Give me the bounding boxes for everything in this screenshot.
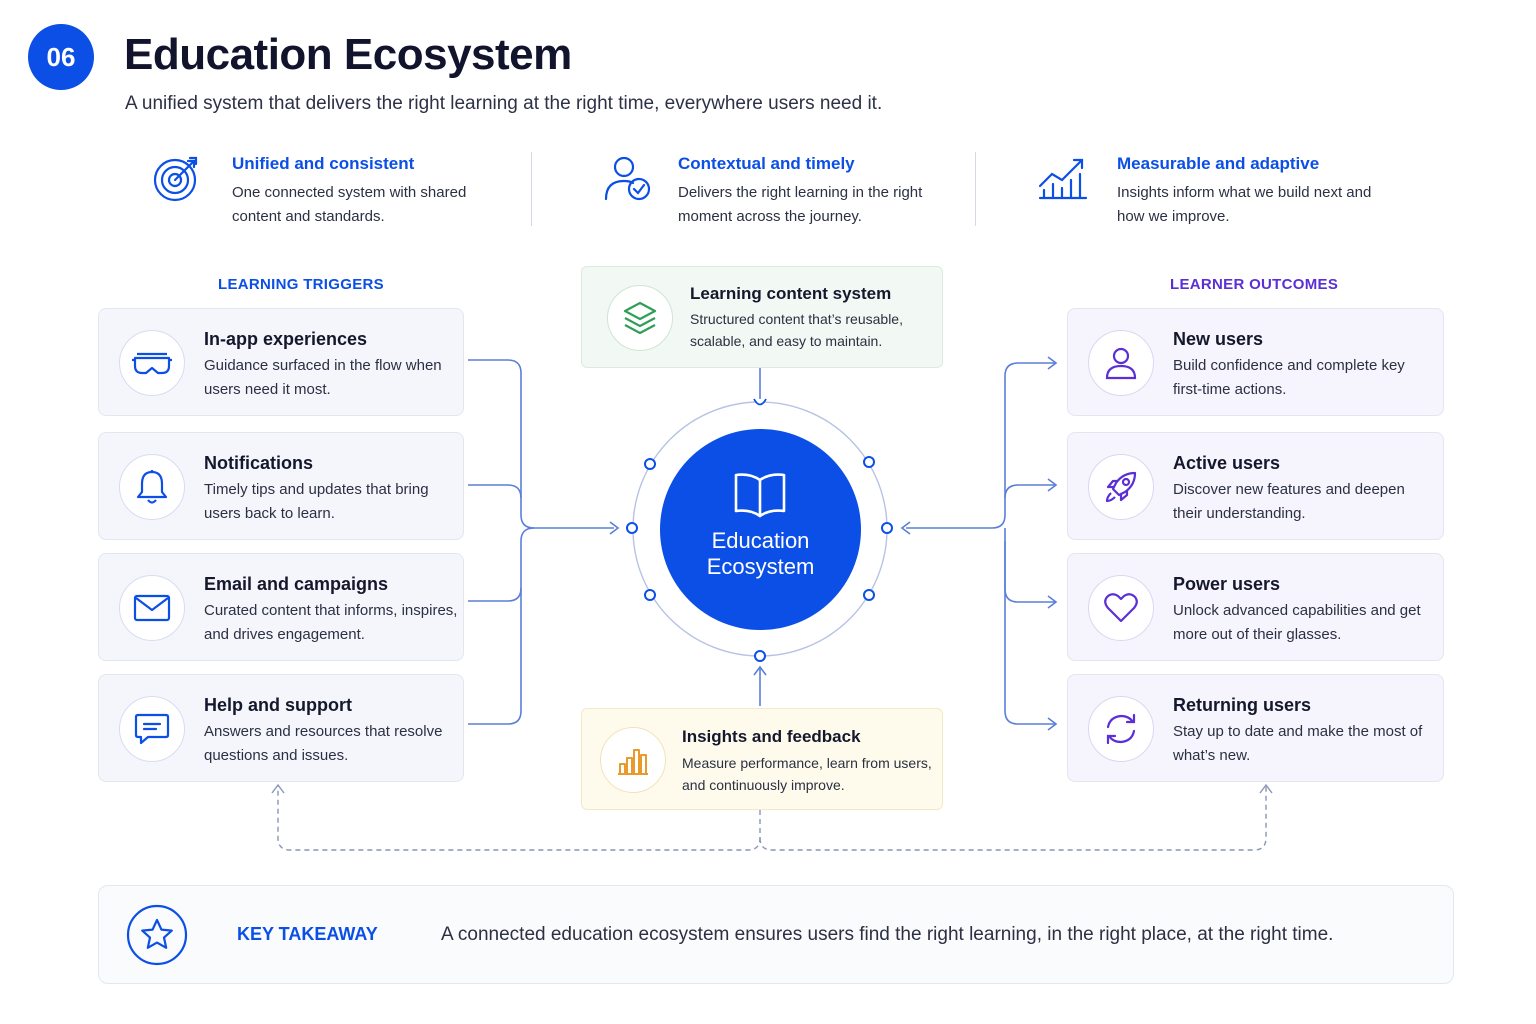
trigger-card-help[interactable]: Help and support Answers and resources t…	[98, 674, 464, 782]
outcome-desc: Unlock advanced capabilities and get mor…	[1173, 602, 1421, 643]
connector-active	[1004, 484, 1056, 499]
content-system-box[interactable]: Learning content system Structured conte…	[581, 266, 943, 368]
outcome-card-returning[interactable]: Returning users Stay up to date and make…	[1067, 674, 1444, 782]
trigger-title: In-app experiences	[204, 329, 368, 349]
connector-inapp	[468, 359, 614, 529]
arrow-to-hub-left	[609, 521, 620, 535]
chat-icon	[119, 696, 185, 762]
principle-desc: Insights inform what we build next and h…	[1117, 184, 1372, 225]
content-system-desc: Structured content that’s reusable, scal…	[690, 311, 903, 349]
hub-label: Education Ecosystem	[660, 528, 861, 580]
arrow-to-hub-right	[900, 521, 911, 535]
connector-returning	[1004, 527, 1056, 725]
principle-title: Measurable and adaptive	[1117, 154, 1320, 173]
connector-power	[1004, 541, 1056, 603]
hub-label-line1: Education	[711, 528, 810, 553]
heart-icon	[1088, 575, 1154, 641]
trigger-desc: Guidance surfaced in the flow when users…	[204, 357, 442, 398]
outcome-desc: Build confidence and complete key first-…	[1173, 357, 1405, 398]
trigger-title: Help and support	[204, 695, 352, 715]
connector-help	[468, 588, 522, 725]
trigger-card-email[interactable]: Email and campaigns Curated content that…	[98, 553, 464, 661]
trigger-title: Email and campaigns	[204, 574, 389, 594]
trigger-card-inapp[interactable]: In-app experiences Guidance surfaced in …	[98, 308, 464, 416]
growth-chart-icon	[1036, 152, 1090, 206]
star-icon	[126, 904, 188, 971]
section-number-badge: 06	[28, 24, 94, 90]
key-takeaway-label: KEY TAKEAWAY	[237, 924, 378, 944]
outcome-desc: Stay up to date and make the most of wha…	[1173, 723, 1423, 764]
insights-title: Insights and feedback	[682, 727, 861, 746]
divider	[975, 152, 976, 226]
bar-chart-icon	[600, 727, 666, 793]
principle-desc: One connected system with shared content…	[232, 184, 467, 225]
trigger-desc: Answers and resources that resolve quest…	[204, 723, 443, 764]
insights-box[interactable]: Insights and feedback Measure performanc…	[581, 708, 943, 810]
learning-triggers-label: LEARNING TRIGGERS	[218, 276, 384, 293]
connector-email	[468, 527, 535, 602]
key-takeaway-bar: KEY TAKEAWAY A connected education ecosy…	[98, 885, 1454, 984]
layers-icon	[607, 285, 673, 351]
outcome-title: Power users	[1173, 574, 1281, 594]
user-icon	[1088, 330, 1154, 396]
principle-title: Unified and consistent	[232, 154, 415, 173]
page-subtitle: A unified system that delivers the right…	[125, 93, 883, 114]
book-icon	[732, 470, 788, 523]
refresh-icon	[1088, 696, 1154, 762]
outcome-title: New users	[1173, 329, 1264, 349]
hub-label-line2: Ecosystem	[706, 554, 815, 579]
mail-icon	[119, 575, 185, 641]
outcome-card-active[interactable]: Active users Discover new features and d…	[1067, 432, 1444, 540]
trigger-title: Notifications	[204, 453, 314, 473]
vr-headset-icon	[119, 330, 185, 396]
connector-hub-right	[906, 362, 1056, 529]
insights-desc: Measure performance, learn from users, a…	[682, 755, 932, 793]
outcome-desc: Discover new features and deepen their u…	[1173, 481, 1405, 522]
trigger-desc: Curated content that informs, inspires, …	[204, 602, 458, 643]
page-title: Education Ecosystem	[124, 30, 572, 79]
user-check-icon	[600, 152, 654, 206]
outcome-title: Returning users	[1173, 695, 1312, 715]
bell-icon	[119, 454, 185, 520]
outcome-card-new[interactable]: New users Build confidence and complete …	[1067, 308, 1444, 416]
connector-notifications	[468, 484, 522, 499]
divider	[531, 152, 532, 226]
key-takeaway-text: A connected education ecosystem ensures …	[441, 924, 1334, 945]
target-icon	[150, 152, 204, 206]
content-system-title: Learning content system	[690, 284, 892, 303]
education-ecosystem-hub	[660, 429, 861, 630]
outcome-card-power[interactable]: Power users Unlock advanced capabilities…	[1067, 553, 1444, 661]
principle-desc: Delivers the right learning in the right…	[678, 184, 923, 225]
trigger-desc: Timely tips and updates that bring users…	[204, 481, 429, 522]
outcome-title: Active users	[1173, 453, 1281, 473]
trigger-card-notifications[interactable]: Notifications Timely tips and updates th…	[98, 432, 464, 540]
rocket-icon	[1088, 454, 1154, 520]
principle-title: Contextual and timely	[678, 154, 855, 173]
learner-outcomes-label: LEARNER OUTCOMES	[1170, 276, 1339, 293]
